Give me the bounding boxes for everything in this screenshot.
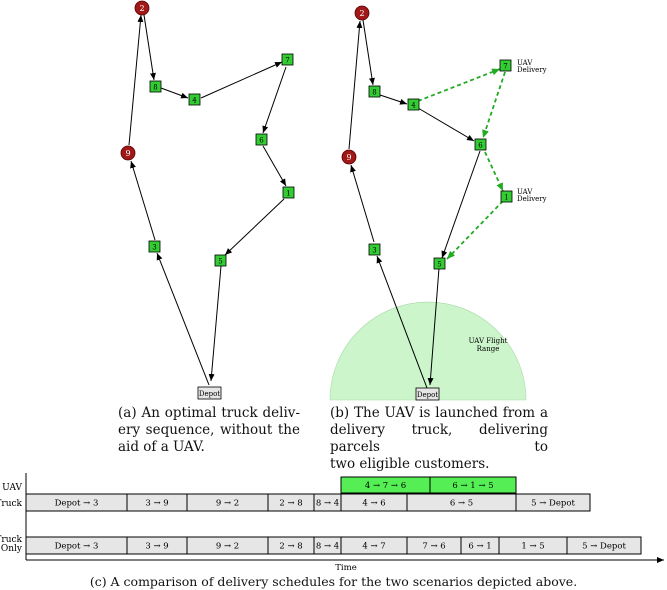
caption-panel-c: (c) A comparison of delivery schedules f… [0,573,667,590]
row-label-uav: UAV [2,483,22,493]
uav-label-1-line1: UAV [517,59,533,67]
row-label-truck-only-1: Truck [0,535,23,545]
truck-only-segment-label-5: 4 → 7 [362,542,385,552]
panel-b-uav-route: UAV Flight Range UAV Delivery UAV Delive… [329,5,547,401]
caption-panel-a: (a) An optimal truck deliv- ery sequence… [118,405,300,456]
truck-only-segment-label-3: 2 → 8 [279,542,302,552]
svg-text:5: 5 [437,261,441,269]
svg-text:4: 4 [192,97,197,105]
truck-only-segment-label-0: Depot → 3 [55,542,99,552]
svg-text:3: 3 [152,244,156,252]
panel-a-node-4: 4 [188,93,201,106]
panel-b-node-2: 2 [354,5,370,21]
svg-text:8: 8 [372,89,376,97]
truck-segment-label-0: Depot → 3 [55,499,99,509]
truck-only-segment-label-9: 5 → Depot [582,542,626,552]
truck-only-segment-label-8: 1 → 5 [521,542,544,552]
truck-segment-label-3: 2 → 8 [279,499,302,509]
svg-text:5: 5 [218,258,222,266]
svg-text:2: 2 [139,4,144,13]
panel-a-node-9: 9 [120,145,136,161]
truck-segment-label-5: 4 → 6 [362,499,385,509]
panel-a-node-6: 6 [255,133,268,146]
panel-a-depot: Depot [197,386,222,400]
caption-a-line-1: (a) An optimal truck deliv- [118,405,300,421]
schedule-chart: UAV Truck Truck Only 4 → 7 → 66 → 1 → 5 … [0,473,664,573]
caption-b-line-2: delivery truck, delivering parcels to [330,422,548,455]
panel-b-node-7: 7 [499,59,512,72]
uav-label-1-line2: Delivery [517,66,547,74]
svg-text:4: 4 [411,102,416,110]
panel-b-node-1: 1 [500,190,513,203]
row-label-truck-only-2: Only [1,544,23,554]
svg-text:1: 1 [504,194,508,202]
uav-label-2-line1: UAV [517,188,533,196]
range-label-line1: UAV Flight [469,337,508,345]
truck-segment-label-7: 5 → Depot [531,499,575,509]
truck-only-row: Depot → 3 3 → 9 9 → 2 2 → 8 8 → 4 4 → 7 7 → 6 6… [25,536,642,555]
truck-only-segment-label-2: 9 → 2 [216,542,239,552]
caption-b-line-1: (b) The UAV is launched from a [330,405,548,421]
svg-text:2: 2 [359,9,364,18]
uav-flight-range [329,301,527,401]
panel-a-node-1: 1 [282,186,295,199]
truck-segment-label-4: 8 → 4 [316,499,339,509]
caption-c-text: (c) A comparison of delivery schedules f… [89,574,578,589]
uav-row: 4 → 7 → 6 6 → 1 → 5 [340,476,517,494]
panel-a-truck-route: 2 9 8 4 7 6 1 3 [120,0,295,400]
svg-text:9: 9 [125,149,130,158]
panel-b-node-5: 5 [433,257,446,270]
truck-only-segment-label-7: 6 → 1 [468,542,491,552]
range-label-line2: Range [477,345,500,353]
truck-row: Depot → 3 3 → 9 9 → 2 2 → 8 8 → 4 4 → 6 6 → 5 5… [25,493,591,512]
truck-segment-7 [515,493,591,512]
panel-a-node-8: 8 [149,80,162,93]
svg-text:6: 6 [259,137,264,145]
panel-a-node-3: 3 [148,240,161,253]
svg-text:3: 3 [372,247,376,255]
panel-b-node-8: 8 [368,85,381,98]
svg-text:9: 9 [346,153,351,162]
svg-text:7: 7 [285,57,289,65]
truck-only-segment-label-6: 7 → 6 [422,542,445,552]
uav-segment-label-0: 4 → 7 → 6 [365,481,406,491]
panel-b-node-6: 6 [474,138,487,151]
panel-b-node-4: 4 [407,98,420,111]
truck-only-segment-label-1: 3 → 9 [145,542,168,552]
panel-a-node-2: 2 [134,0,150,16]
caption-panel-b: (b) The UAV is launched from a delivery … [330,405,548,473]
time-axis-label: Time [335,563,356,573]
uav-label-2-line2: Delivery [517,195,547,203]
uav-segment-label-1: 6 → 1 → 5 [452,481,493,491]
panel-a-node-7: 7 [281,53,294,66]
uav-segment-1 [429,476,517,494]
panel-b-node-9: 9 [341,149,357,165]
truck-only-segment-9 [566,536,642,555]
truck-segment-label-6: 6 → 5 [450,499,473,509]
row-label-truck: Truck [0,499,23,509]
caption-b-line-3: two eligible customers. [330,456,490,472]
svg-text:Depot: Depot [199,390,220,398]
truck-only-segment-label-4: 8 → 4 [316,542,339,552]
caption-a-line-2: ery sequence, without the [118,422,300,438]
panel-b-node-3: 3 [368,243,381,256]
svg-text:6: 6 [478,142,483,150]
svg-text:8: 8 [153,84,157,92]
svg-text:Depot: Depot [417,391,438,399]
panel-b-depot: Depot [415,387,440,401]
truck-segment-label-2: 9 → 2 [216,499,239,509]
svg-text:1: 1 [286,190,290,198]
svg-text:7: 7 [503,63,507,71]
caption-a-line-3: aid of a UAV. [118,439,205,455]
panel-a-node-5: 5 [214,254,227,267]
truck-segment-label-1: 3 → 9 [145,499,168,509]
